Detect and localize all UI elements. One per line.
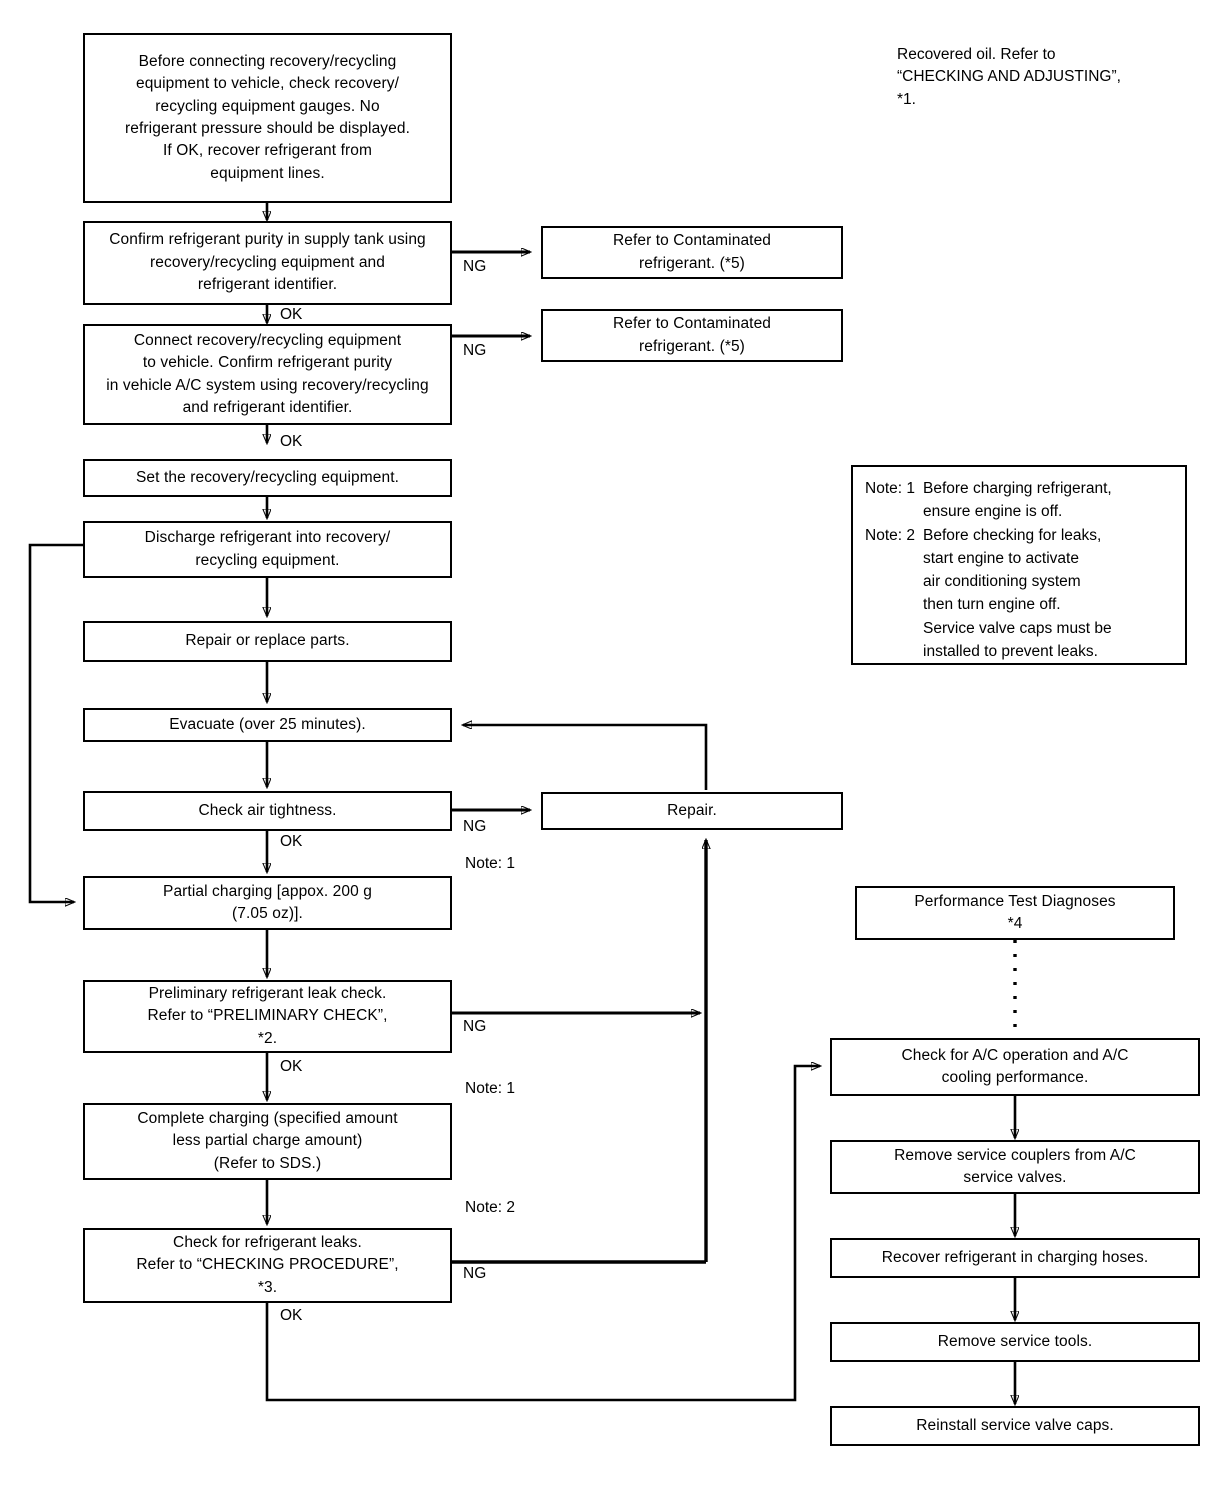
edge-label-note2-complete: Note: 2 (465, 1199, 515, 1216)
node-confirm-purity-supply: Confirm refrigerant purity in supply tan… (83, 221, 452, 305)
edge-label-ng-connect: NG (463, 342, 487, 359)
edge-label-note1-air-tightness: Note: 1 (465, 855, 515, 872)
note-row-2: Note: 2 Before checking for leaks, start… (865, 524, 1173, 664)
note-box: Note: 1 Before charging refrigerant, ens… (851, 465, 1187, 665)
wire-discharge-loop-to-partial (28, 543, 84, 902)
node-check-air-tightness: Check air tightness. (83, 791, 452, 831)
edge-label-ok-connect: OK (280, 433, 303, 450)
node-contaminated-refrigerant-2: Refer to Contaminated refrigerant. (*5) (541, 309, 843, 362)
edge-label-ok-air-tightness: OK (280, 833, 303, 850)
edge-label-ng-check-leaks: NG (463, 1265, 487, 1282)
edge-label-ok-check-leaks: OK (280, 1307, 303, 1324)
wire-repair-to-evacuate (463, 725, 708, 790)
node-repair: Repair. (541, 792, 843, 830)
node-check-refrigerant-leaks: Check for refrigerant leaks. Refer to “C… (83, 1228, 452, 1303)
node-check-ac-operation: Check for A/C operation and A/C cooling … (830, 1038, 1200, 1096)
node-connect-equipment: Connect recovery/recycling equipment to … (83, 324, 452, 425)
node-reinstall-service-valve-caps: Reinstall service valve caps. (830, 1406, 1200, 1446)
node-discharge-refrigerant: Discharge refrigerant into recovery/ rec… (83, 521, 452, 578)
edge-label-note1-preliminary: Note: 1 (465, 1080, 515, 1097)
node-remove-service-couplers: Remove service couplers from A/C service… (830, 1140, 1200, 1194)
node-remove-service-tools: Remove service tools. (830, 1322, 1200, 1362)
node-evacuate: Evacuate (over 25 minutes). (83, 708, 452, 742)
annotation-recovered-oil: Recovered oil. Refer to “CHECKING AND AD… (897, 46, 1121, 108)
edge-label-ok-purity-supply: OK (280, 306, 303, 323)
node-partial-charging: Partial charging [appox. 200 g (7.05 oz)… (83, 876, 452, 930)
edge-label-ng-purity-supply: NG (463, 258, 487, 275)
node-complete-charging: Complete charging (specified amount less… (83, 1103, 452, 1180)
note-text-2: Before checking for leaks, start engine … (923, 526, 1112, 660)
node-recover-refrigerant-hoses: Recover refrigerant in charging hoses. (830, 1238, 1200, 1278)
node-set-equipment: Set the recovery/recycling equipment. (83, 459, 452, 497)
note-label-2: Note: 2 (865, 526, 915, 544)
edge-label-ng-air-tightness: NG (463, 818, 487, 835)
edge-label-ok-preliminary: OK (280, 1058, 303, 1075)
node-contaminated-refrigerant-1: Refer to Contaminated refrigerant. (*5) (541, 226, 843, 279)
node-preliminary-leak-check: Preliminary refrigerant leak check. Refe… (83, 980, 452, 1053)
node-performance-test-diagnoses: Performance Test Diagnoses *4 (855, 886, 1175, 940)
note-label-1: Note: 1 (865, 480, 915, 497)
edge-label-ng-preliminary: NG (463, 1018, 487, 1035)
note-row-1: Note: 1 Before charging refrigerant, ens… (865, 477, 1173, 524)
node-before-connecting: Before connecting recovery/recycling equ… (83, 33, 452, 203)
note-text-1: Before charging refrigerant, ensure engi… (923, 480, 1112, 521)
node-repair-or-replace-parts: Repair or replace parts. (83, 621, 452, 662)
